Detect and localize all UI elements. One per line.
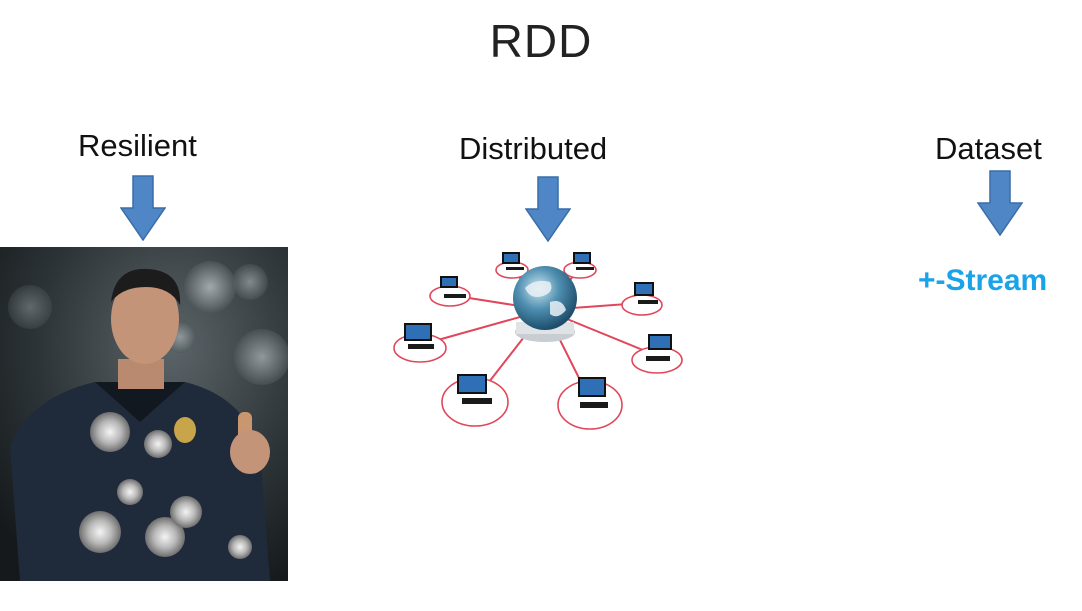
dataset-label: Dataset [935,131,1042,166]
computer-icon [404,252,672,397]
down-arrow-icon [977,170,1023,236]
slide-title: RDD [489,15,593,67]
down-arrow-icon [120,175,166,241]
network-globe-diagram [393,252,683,430]
resilient-label: Resilient [78,128,197,163]
stream-note: +-Stream [918,264,1048,297]
distributed-label: Distributed [459,131,608,166]
down-arrow-icon [525,176,571,242]
terminator-figure-photo [0,247,288,581]
globe-icon [513,266,577,330]
